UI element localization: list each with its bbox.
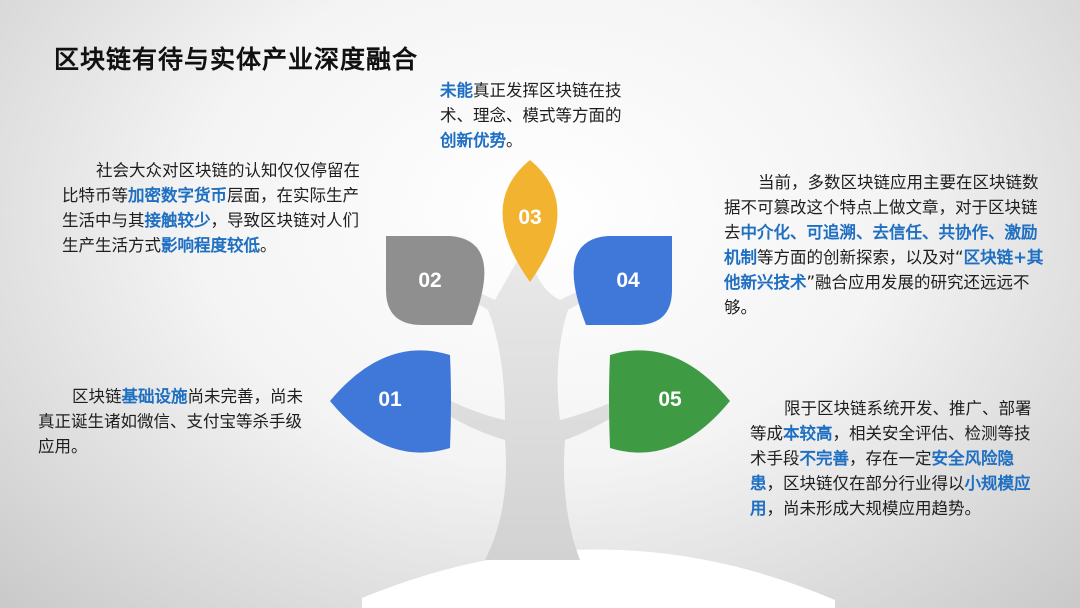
leaf-03-shape (502, 160, 558, 282)
body-text: 社会大众对区块链的认知仅仅停留在比特币等 (62, 161, 360, 205)
leaf-03-number: 03 (518, 206, 542, 229)
highlight-text: 不完善 (799, 449, 850, 468)
body-text: ，存在一定 (849, 449, 932, 468)
body-text: 限于区块链系统开发、推广、部署等成 (750, 399, 1032, 443)
body-text: ，区块链仅在部分行业得以 (766, 474, 965, 493)
point-03-text: 未能真正发挥区块链在技术、理念、模式等方面的创新优势。 (440, 78, 630, 153)
leaf-02-number: 02 (418, 269, 442, 292)
highlight-text: 安全风险隐患 (750, 449, 1014, 493)
highlight-text: 加密数字货币 (128, 186, 227, 205)
body-text: 尚未完善，尚未真正诞生诸如微信、支付宝等杀手级应用。 (38, 387, 303, 456)
highlight-text: 接触较少 (144, 211, 211, 230)
point-04-text: 当前，多数区块链应用主要在区块链数据不可篡改这个特点上做文章，对于区块链去中介化… (724, 170, 1044, 320)
highlight-text: 未能 (440, 81, 473, 100)
highlight-text: 中介化、可追溯、去信任、共协作、激励机制 (724, 223, 1038, 267)
body-text: 。 (260, 236, 277, 255)
body-text: 真正发挥区块链在技术、理念、模式等方面的 (440, 81, 622, 125)
body-text: ，导致区块链对人们生产生活方式 (62, 211, 359, 255)
point-05-text: 限于区块链系统开发、推广、部署等成本较高，相关安全评估、检测等技术手段不完善，存… (750, 396, 1040, 521)
highlight-text: 小规模应用 (750, 474, 1031, 518)
body-text: 层面，在实际生产生活中与其 (62, 186, 359, 230)
point-02-text: 社会大众对区块链的认知仅仅停留在比特币等加密数字货币层面，在实际生产生活中与其接… (62, 158, 362, 258)
leaf-01-shape (330, 350, 451, 453)
body-text: 。 (506, 131, 523, 150)
leaf-04-shape (573, 236, 672, 325)
point-01-text: 区块链基础设施尚未完善，尚未真正诞生诸如微信、支付宝等杀手级应用。 (38, 384, 308, 459)
highlight-text: 基础设施 (121, 387, 188, 406)
highlight-text: 创新优势 (440, 131, 506, 150)
body-text: 区块链 (72, 387, 122, 406)
body-text: ”融合应用发展的研究还远远不够。 (724, 273, 1030, 317)
leaf-05-number: 05 (658, 388, 682, 411)
body-text: ，相关安全评估、检测等技术手段 (750, 424, 1031, 468)
body-text: 当前，多数区块链应用主要在区块链数据不可篡改这个特点上做文章，对于区块链去 (724, 173, 1039, 242)
leaf-04-number: 04 (616, 269, 640, 292)
leaf-01-number: 01 (378, 388, 402, 411)
leaf-05-shape (609, 350, 730, 453)
tree-trunk (420, 255, 646, 560)
ground-shape (362, 549, 835, 608)
highlight-text: 本较高 (783, 424, 833, 443)
body-text: 等方面的创新探索，以及对“ (757, 248, 964, 267)
highlight-text: 影响程度较低 (161, 236, 260, 255)
body-text: ，尚未形成大规模应用趋势。 (766, 499, 982, 518)
highlight-text: 区块链+其他新兴技术 (724, 248, 1044, 292)
leaf-02-shape (386, 236, 485, 325)
page-title: 区块链有待与实体产业深度融合 (54, 45, 419, 74)
